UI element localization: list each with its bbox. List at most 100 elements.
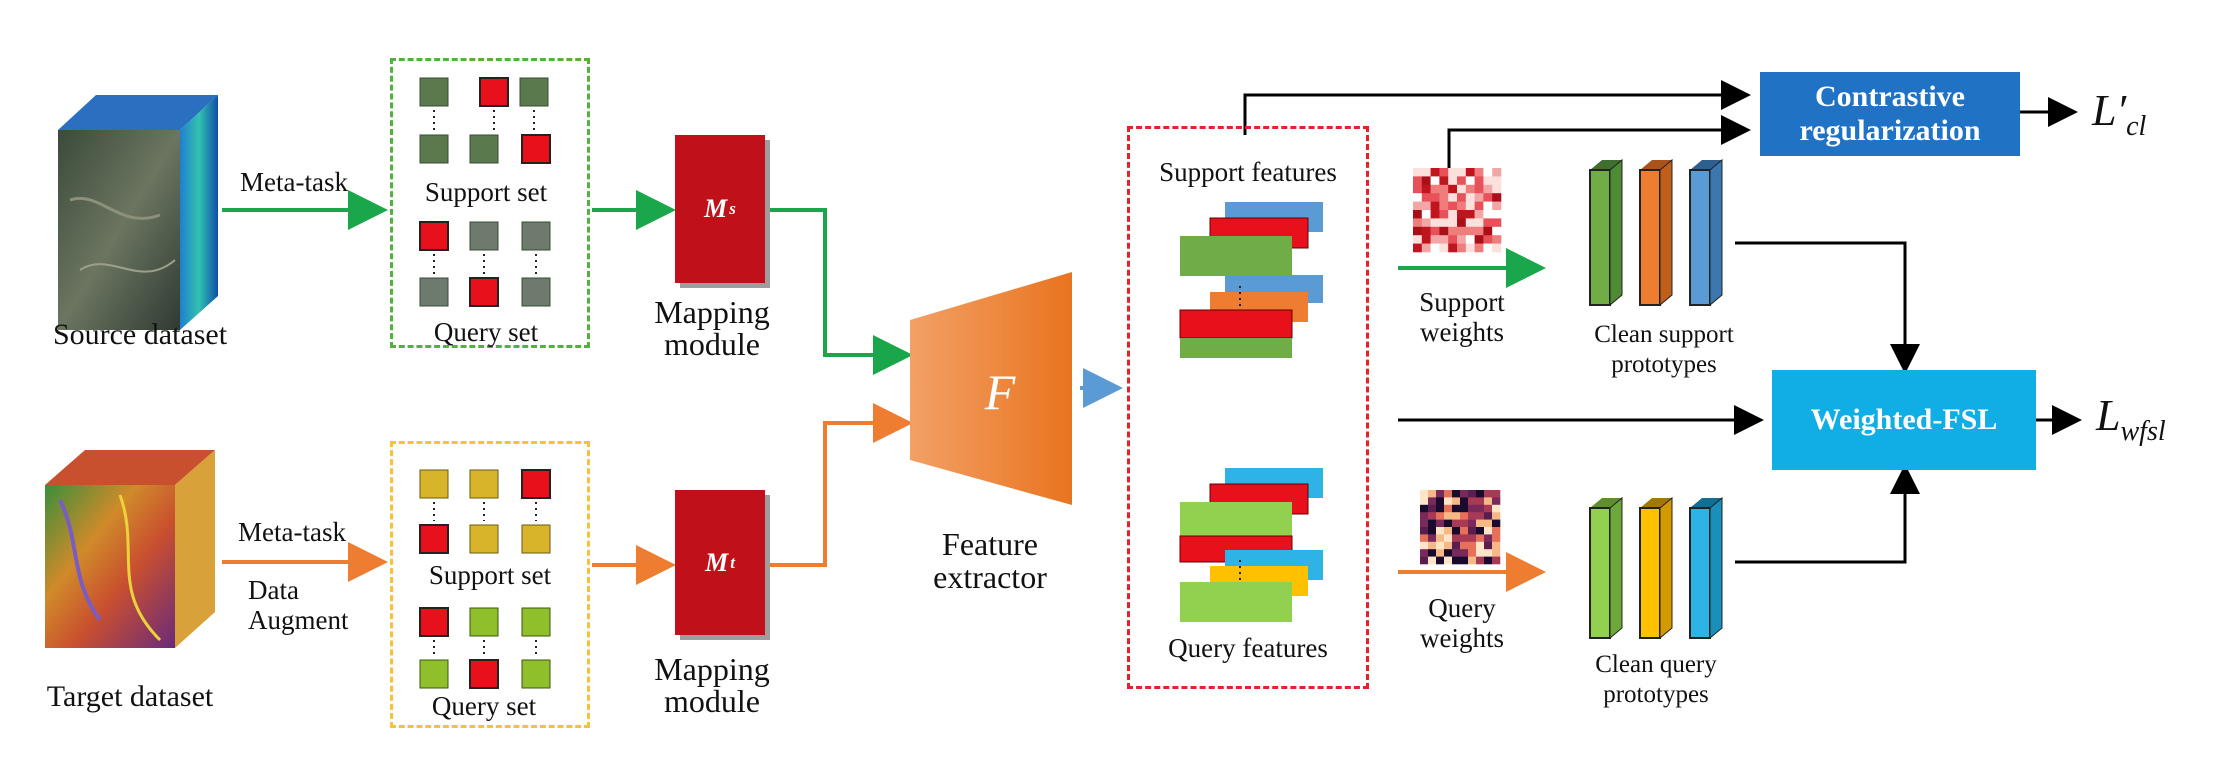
query-weights-label-2: weights	[1420, 623, 1504, 653]
heatmap-cell	[1465, 226, 1475, 236]
heatmap-cell	[1436, 512, 1445, 520]
heatmap-cell	[1460, 534, 1469, 543]
heatmap-cell	[1474, 168, 1484, 177]
heatmap-cell	[1460, 556, 1469, 565]
heatmap-cell	[1465, 168, 1475, 177]
heatmap-cell	[1492, 541, 1501, 550]
heatmap-cell	[1428, 541, 1437, 550]
target-sample-cubes	[419, 469, 551, 689]
heatmap-cell	[1420, 519, 1429, 528]
heatmap-cell	[1448, 184, 1458, 194]
source-cube-side	[180, 95, 218, 330]
contrastive-loss-sub: cl	[2126, 110, 2147, 142]
support-features-to-contrastive-arrow	[1243, 80, 1751, 135]
heatmap-cell	[1430, 184, 1440, 194]
heatmap-cell	[1436, 497, 1445, 506]
contrastive-loss: L′cl	[2092, 85, 2146, 143]
heatmap-cell	[1457, 176, 1467, 186]
heatmap-cell	[1468, 519, 1477, 528]
heatmap-cell	[1430, 235, 1440, 244]
heatmap-cell	[1436, 504, 1445, 513]
support-weights-to-contrastive-arrow	[1447, 115, 1751, 168]
heatmap-cell	[1439, 184, 1449, 194]
heatmap-cell	[1413, 201, 1423, 211]
heatmap-cell	[1468, 512, 1477, 520]
heatmap-cell	[1413, 176, 1423, 186]
heatmap-cell	[1457, 226, 1467, 236]
heatmap-cell	[1460, 519, 1469, 528]
heatmap-cell	[1492, 556, 1501, 565]
heatmap-cell	[1420, 534, 1429, 543]
heatmap-cell	[1444, 512, 1453, 520]
heatmap-cell	[1448, 210, 1458, 219]
heatmap-cell	[1457, 184, 1467, 194]
heatmap-cell	[1413, 210, 1423, 219]
heatmap-cell	[1436, 490, 1445, 498]
heatmap-cell	[1421, 235, 1431, 244]
heatmap-cell	[1468, 534, 1477, 543]
heatmap-cell	[1452, 490, 1461, 498]
target-module-to-extractor-arrow	[765, 403, 913, 567]
heatmap-cell	[1468, 541, 1477, 550]
wfsl-loss-symbol: L	[2096, 391, 2121, 440]
heatmap-cell	[1421, 218, 1431, 228]
heatmap-cell	[1428, 549, 1437, 557]
heatmap-cell	[1444, 497, 1453, 506]
heatmap-cell	[1421, 201, 1431, 211]
heatmap-cell	[1448, 176, 1458, 186]
target-module-symbol: M	[705, 547, 729, 577]
support-prototypes	[1589, 158, 1723, 307]
heatmap-cell	[1492, 210, 1502, 219]
heatmap-cell	[1492, 184, 1502, 194]
heatmap-cell	[1452, 556, 1461, 565]
heatmap-cell	[1484, 527, 1493, 535]
heatmap-cell	[1468, 504, 1477, 513]
heatmap-cell	[1444, 504, 1453, 513]
heatmap-cell	[1420, 527, 1429, 535]
heatmap-cell	[1436, 556, 1445, 565]
heatmap-cell	[1452, 497, 1461, 506]
heatmap-cell	[1439, 235, 1449, 244]
heatmap-cell	[1492, 519, 1501, 528]
heatmap-cell	[1484, 504, 1493, 513]
heatmap-cell	[1439, 210, 1449, 219]
heatmap-cell	[1413, 226, 1423, 236]
source-module-label-1: Mapping	[654, 294, 770, 330]
heatmap-cell	[1448, 218, 1458, 228]
heatmap-cell	[1484, 519, 1493, 528]
heatmap-cell	[1448, 243, 1458, 253]
heatmap-cell	[1476, 527, 1485, 535]
heatmap-cell	[1413, 184, 1423, 194]
source-cube	[58, 95, 218, 330]
heatmap-cell	[1430, 243, 1440, 253]
heatmap-cell	[1452, 504, 1461, 513]
support-weights-heatmap	[1413, 168, 1502, 253]
heatmap-cell	[1457, 201, 1467, 211]
contrastive-label-1: Contrastive	[1815, 79, 1965, 113]
heatmap-cell	[1460, 497, 1469, 506]
heatmap-cell	[1448, 235, 1458, 244]
heatmap-cell	[1484, 512, 1493, 520]
source-sample-cubes	[419, 77, 551, 307]
heatmap-cell	[1465, 201, 1475, 211]
heatmap-cell	[1460, 527, 1469, 535]
target-meta-task-label: Meta-task	[238, 517, 346, 547]
query-weights-heatmap	[1420, 490, 1501, 565]
heatmap-cell	[1452, 519, 1461, 528]
heatmap-cell	[1439, 243, 1449, 253]
heatmap-cell	[1460, 490, 1469, 498]
heatmap-cell	[1420, 549, 1429, 557]
target-cube	[45, 450, 215, 648]
heatmap-cell	[1460, 549, 1469, 557]
feature-extractor-symbol: F	[984, 364, 1016, 420]
heatmap-cell	[1484, 497, 1493, 506]
heatmap-cell	[1430, 201, 1440, 211]
heatmap-cell	[1468, 556, 1477, 565]
heatmap-cell	[1436, 549, 1445, 557]
heatmap-cell	[1476, 556, 1485, 565]
source-cube-top	[58, 95, 218, 130]
heatmap-cell	[1476, 519, 1485, 528]
heatmap-cell	[1444, 541, 1453, 550]
heatmap-cell	[1476, 490, 1485, 498]
